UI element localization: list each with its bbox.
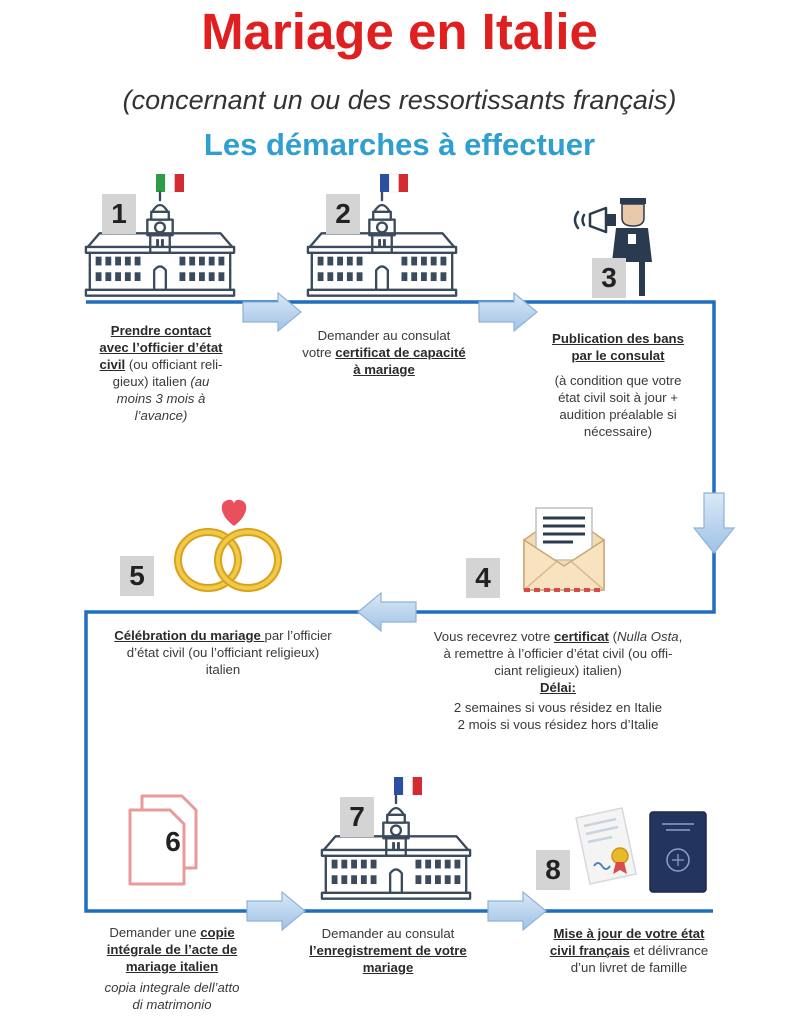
step-5-description: par l’officier bbox=[264, 628, 332, 643]
step-4-note: Nulla Osta bbox=[617, 629, 679, 644]
step-4-text: Vous recevrez votre certificat (Nulla Os… bbox=[398, 628, 718, 733]
step-7-title: mariage bbox=[362, 960, 414, 975]
step-7: 7 bbox=[316, 775, 476, 901]
step-4-delay-label: Délai: bbox=[540, 680, 576, 695]
step-4-description: ( bbox=[608, 629, 617, 644]
step-1-description: (ou officiant reli- bbox=[125, 357, 223, 372]
step-3-title: par le consulat bbox=[571, 348, 665, 363]
megaphone-officer-icon bbox=[573, 198, 652, 296]
page-title: Mariage en Italie bbox=[201, 3, 598, 60]
step-6-text: Demander une copie intégrale de l’acte d… bbox=[80, 924, 264, 1013]
step-7-description: Demander au consulat bbox=[321, 926, 455, 941]
step-6-title: intégrale de l’acte de bbox=[106, 942, 238, 957]
step-number-badge: 8 bbox=[536, 850, 570, 890]
step-3-text: Publication des bans par le consulat (à … bbox=[536, 330, 700, 440]
step-number-badge: 1 bbox=[102, 194, 136, 234]
step-8-title: civil français bbox=[549, 943, 630, 958]
step-1-title: civil bbox=[99, 357, 126, 372]
step-1: 1 bbox=[80, 168, 240, 298]
french-flag-icon bbox=[394, 776, 422, 796]
step-3: 3 bbox=[570, 180, 660, 298]
step-number-badge: 6 bbox=[165, 826, 181, 857]
step-8: 8 bbox=[536, 804, 726, 900]
step-1-note: l’avance) bbox=[134, 408, 188, 423]
step-5-text: Célébration du mariage par l’officier d’… bbox=[84, 627, 362, 678]
step-number-badge: 5 bbox=[120, 556, 154, 596]
wedding-rings-icon bbox=[174, 499, 282, 592]
step-2-text: Demander au consulat votre certificat de… bbox=[280, 327, 488, 378]
step-4-description: ciant religieux) italien) bbox=[494, 663, 622, 678]
step-1-description: gieux) italien bbox=[112, 374, 191, 389]
step-1-title: avec l’officier d’état bbox=[99, 340, 223, 355]
step-1-text: Prendre contact avec l’officier d’état c… bbox=[78, 322, 244, 424]
step-1-note: moins 3 mois à bbox=[116, 391, 206, 406]
step-3-title: Publication des bans bbox=[552, 331, 684, 346]
step-2-title: certificat de capacité bbox=[335, 345, 466, 360]
step-8-description: d’un livret de famille bbox=[570, 960, 688, 975]
step-6-note: di matrimonio bbox=[132, 997, 212, 1012]
step-6-note: copia integrale dell’atto bbox=[104, 980, 240, 995]
step-8-description: et délivrance bbox=[629, 943, 709, 958]
step-4-delay: 2 semaines si vous résidez en Italie bbox=[453, 700, 663, 715]
step-6-description: Demander une bbox=[109, 925, 201, 940]
step-number-badge: 4 bbox=[466, 558, 500, 598]
arrow-left-icon bbox=[357, 591, 417, 633]
step-number-badge: 7 bbox=[340, 797, 374, 837]
arrow-right-icon bbox=[242, 292, 302, 332]
step-4-delay: 2 mois si vous résidez hors d’Italie bbox=[457, 717, 659, 732]
step-1-title: Prendre contact bbox=[110, 323, 212, 338]
step-8-text: Mise à jour de votre état civil français… bbox=[524, 925, 734, 976]
step-5-title: Célébration du mariage bbox=[114, 628, 265, 643]
step-5-description: d’état civil (ou l’officiant religieux) bbox=[126, 645, 320, 660]
step-3-description: nécessaire) bbox=[583, 424, 653, 439]
step-number-badge: 3 bbox=[592, 258, 626, 298]
step-2-description: Demander au consulat bbox=[317, 328, 451, 343]
passport-icon bbox=[649, 811, 707, 893]
step-2-title: à mariage bbox=[353, 362, 415, 377]
step-8-title: Mise à jour de votre état bbox=[553, 926, 705, 941]
envelope-letter-icon bbox=[523, 507, 605, 592]
french-flag-icon bbox=[380, 173, 408, 193]
section-heading: Les démarches à effectuer bbox=[203, 127, 596, 162]
document-copy-icon bbox=[128, 794, 198, 886]
step-6-title: copie bbox=[200, 925, 235, 940]
step-7-title: l’enregistrement de votre bbox=[309, 943, 467, 958]
step-number-badge: 2 bbox=[326, 194, 360, 234]
certificate-icon bbox=[575, 807, 637, 885]
step-2: 2 bbox=[302, 168, 462, 298]
step-7-text: Demander au consulat l’enregistrement de… bbox=[290, 925, 486, 976]
page-subtitle: (concernant un ou des ressortissants fra… bbox=[122, 85, 677, 115]
step-6: 6 bbox=[124, 792, 214, 892]
step-3-description: (à condition que votre bbox=[554, 373, 682, 388]
step-4: 4 bbox=[466, 500, 616, 600]
step-2-description: votre bbox=[302, 345, 336, 360]
step-3-description: état civil soit à jour + bbox=[558, 390, 678, 405]
step-4-description: à remettre à l’officier d’état civil (ou… bbox=[443, 646, 673, 661]
arrow-down-icon bbox=[692, 492, 736, 554]
step-4-description: Vous recevrez votre bbox=[433, 629, 554, 644]
step-4-title: certificat bbox=[553, 629, 609, 644]
step-3-description: audition préalable si bbox=[559, 407, 677, 422]
arrow-right-icon bbox=[478, 292, 538, 332]
step-5: 5 bbox=[120, 498, 290, 598]
step-6-title: mariage italien bbox=[125, 959, 219, 974]
step-5-description: italien bbox=[205, 662, 241, 677]
italian-flag-icon bbox=[156, 173, 184, 193]
step-4-description: , bbox=[678, 629, 683, 644]
step-1-note: (au bbox=[190, 374, 210, 389]
